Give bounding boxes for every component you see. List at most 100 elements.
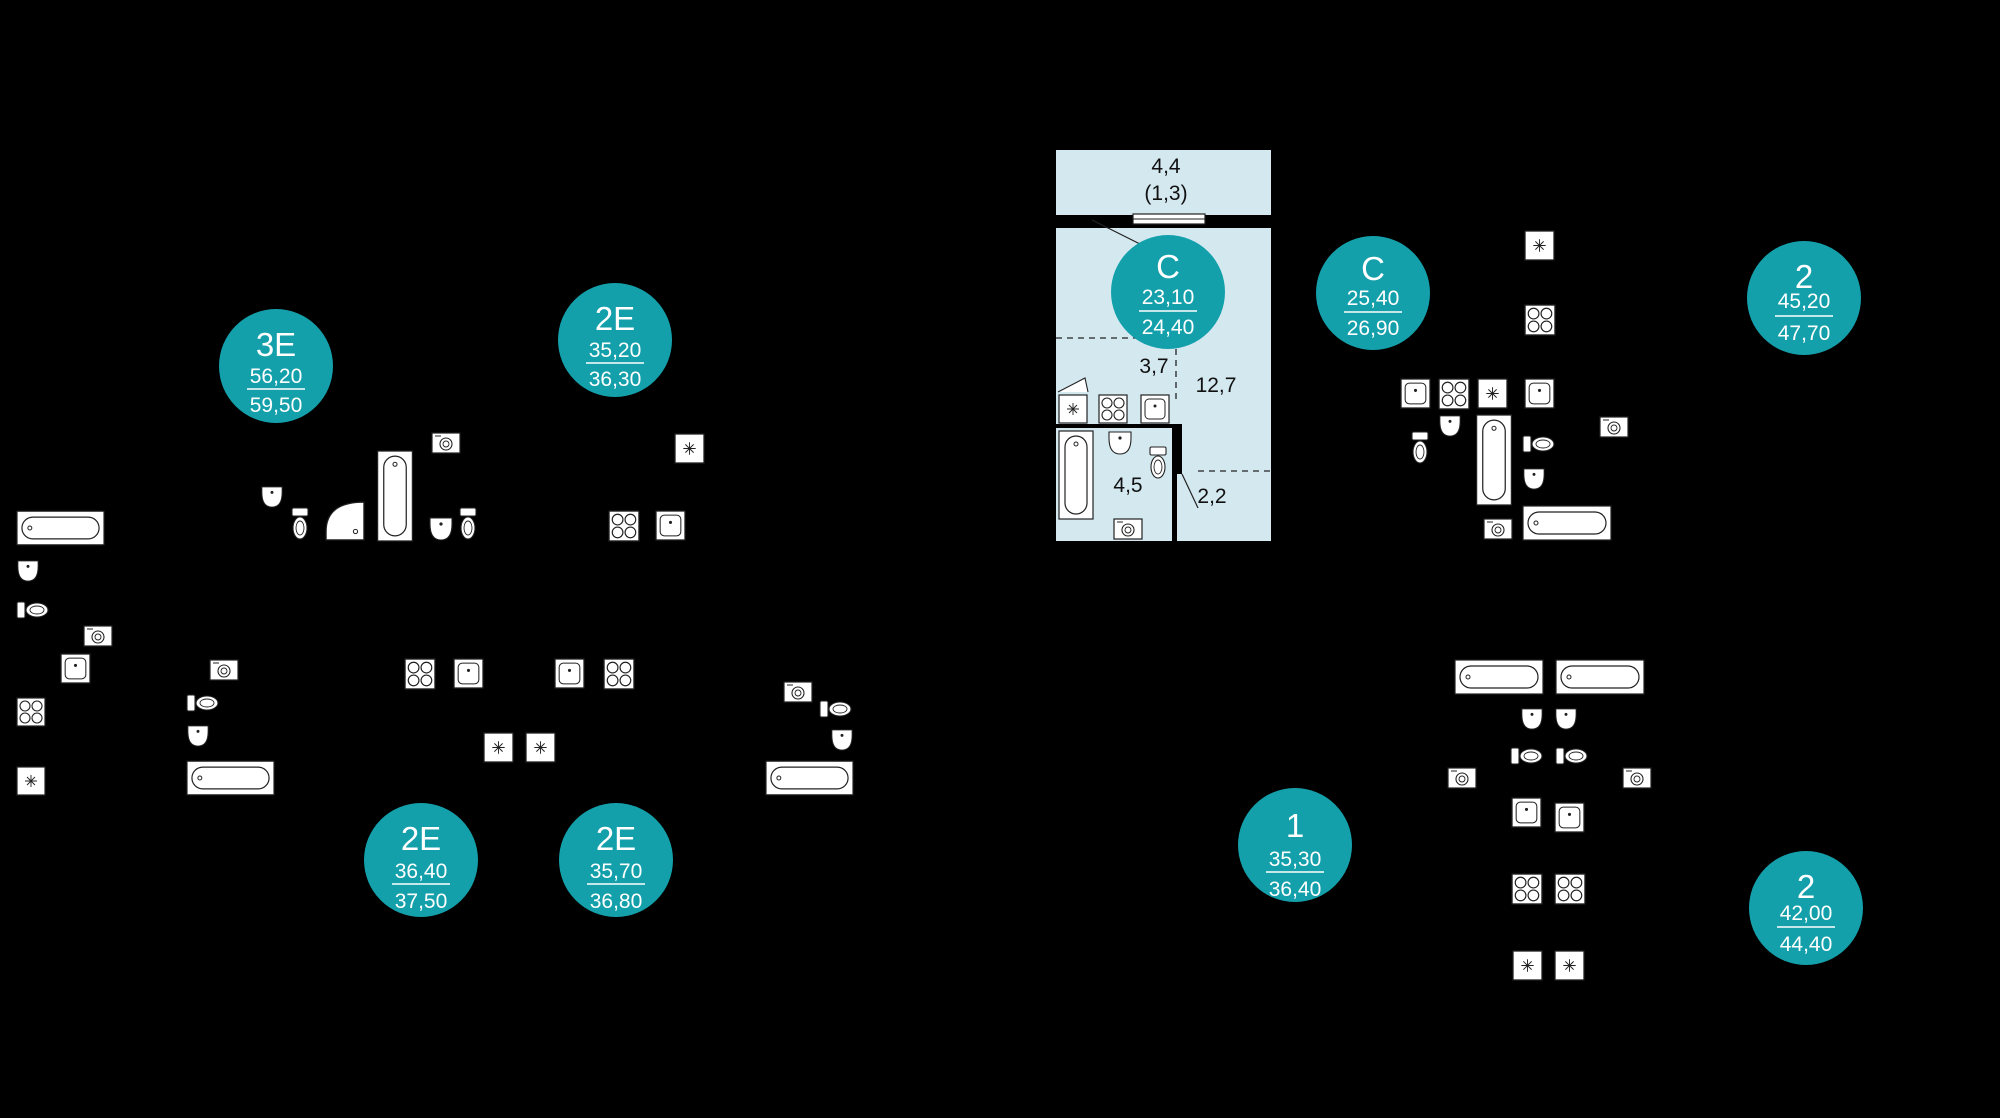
unit-badge-c-highlighted[interactable]: C 23,10 24,40 [1111,235,1225,349]
sink-icon [1141,395,1169,423]
fan-icon [17,767,45,795]
toilet-icon [1150,447,1166,478]
closet-door-swing [1181,473,1199,509]
badge-circle [1111,235,1225,349]
bathtub-icon [17,511,104,545]
sink-icon [1555,803,1584,832]
unit-badge-2e-top[interactable]: 2E 35,20 36,30 [558,283,672,397]
basin-icon [1524,469,1544,489]
unit-type-label: 2 [1797,868,1815,905]
stove-icon [405,659,435,689]
sink-icon [1512,798,1541,827]
unit-area-with-balcony: 36,30 [589,368,642,391]
bathroom-wall-top [1056,424,1174,428]
toilet-icon [187,695,218,711]
unit-type-label: 1 [1286,807,1304,844]
unit-area-total: 45,20 [1778,290,1831,313]
fixtures-left-cluster [17,433,853,795]
unit-area-total: 25,40 [1347,287,1400,310]
unit-type-label: 2E [596,820,636,857]
unit-area-total: 35,70 [590,860,643,883]
basin-icon [1522,709,1542,729]
unit-area-total: 56,20 [250,365,303,388]
badge-circle [1749,851,1863,965]
washing-machine-icon [1600,417,1628,437]
fan-icon [526,733,555,762]
fixtures-right-cluster [1401,231,1651,980]
basin-icon [1556,709,1576,729]
bathroom-area-label: 4,5 [1113,474,1142,497]
bathroom-wall-side [1172,424,1177,541]
bathtub-icon [1523,506,1611,540]
sink-icon [1401,379,1430,408]
wall-top-left [1056,218,1092,228]
unit-badge-2-bottom[interactable]: 2 42,00 44,40 [1749,851,1863,965]
fan-icon [484,733,513,762]
unit-badge-3e[interactable]: 3E 56,20 59,50 [219,309,333,423]
bathtub-icon [1455,660,1543,694]
door-swing [1091,219,1141,245]
balcony-reduced-area-label: (1,3) [1144,182,1187,205]
badge-circle [1316,236,1430,350]
unit-area-with-balcony: 26,90 [1347,317,1400,340]
fan-icon [1525,231,1554,260]
wall-top-right [1205,218,1271,228]
toilet-icon [17,602,48,618]
stove-icon [1555,874,1585,904]
unit-badge-2e-bottom-mid[interactable]: 2E 35,70 36,80 [559,803,673,917]
fan-icon [675,434,704,463]
unit-area-with-balcony: 59,50 [250,394,303,417]
unit-area-with-balcony: 37,50 [395,890,448,913]
unit-area-with-balcony: 47,70 [1778,322,1831,345]
kitchen-area-label: 3,7 [1139,355,1168,378]
basin-icon [18,561,38,581]
sink-icon [1525,379,1554,408]
toilet-icon [1556,748,1587,764]
stove-icon [1099,395,1127,423]
sink-icon [61,654,90,683]
bathtub-icon [1556,660,1644,694]
bidet-icon [1523,436,1554,452]
stove-icon [1512,874,1542,904]
washing-machine-icon [432,433,460,453]
basin-icon [188,726,208,746]
unit-type-label: 3E [256,326,296,363]
basin-icon [430,518,452,540]
bathtub-icon [378,451,413,541]
washing-machine-icon [1484,519,1512,539]
basin-icon [832,730,852,750]
washing-machine-icon [1623,768,1651,788]
unit-badge-1[interactable]: 1 35,30 36,40 [1238,788,1352,902]
unit-badge-2e-bottom-left[interactable]: 2E 36,40 37,50 [364,803,478,917]
unit-badge-c-right[interactable]: C 25,40 26,90 [1316,236,1430,350]
unit-type-label: 2E [401,820,441,857]
hall-area-label: 2,2 [1197,485,1226,508]
hood-line [1057,377,1089,393]
stove-icon [1525,305,1555,335]
fan-icon [1513,951,1542,980]
unit-area-with-balcony: 36,40 [1269,878,1322,901]
stove-icon [17,698,45,726]
badge-circle [559,803,673,917]
washing-machine-icon [1114,519,1142,539]
basin-icon [1109,432,1131,454]
unit-badge-2-top[interactable]: 2 45,20 47,70 [1747,241,1861,355]
basin-icon [262,487,282,507]
badge-circle [219,309,333,423]
stove-icon [1439,379,1469,409]
unit-area-total: 23,10 [1142,286,1195,309]
washing-machine-icon [784,682,812,702]
washing-machine-icon [84,626,112,646]
unit-area-with-balcony: 44,40 [1780,933,1833,956]
toilet-icon [292,508,308,539]
badge-circle [1238,788,1352,902]
bathtub-icon [1477,415,1512,505]
unit-area-with-balcony: 24,40 [1142,316,1195,339]
unit-type-label: C [1156,248,1180,285]
toilet-icon [820,701,851,717]
shower-icon [326,502,364,540]
stove-icon [609,511,639,541]
fan-icon [1059,395,1087,423]
badge-circle [558,283,672,397]
